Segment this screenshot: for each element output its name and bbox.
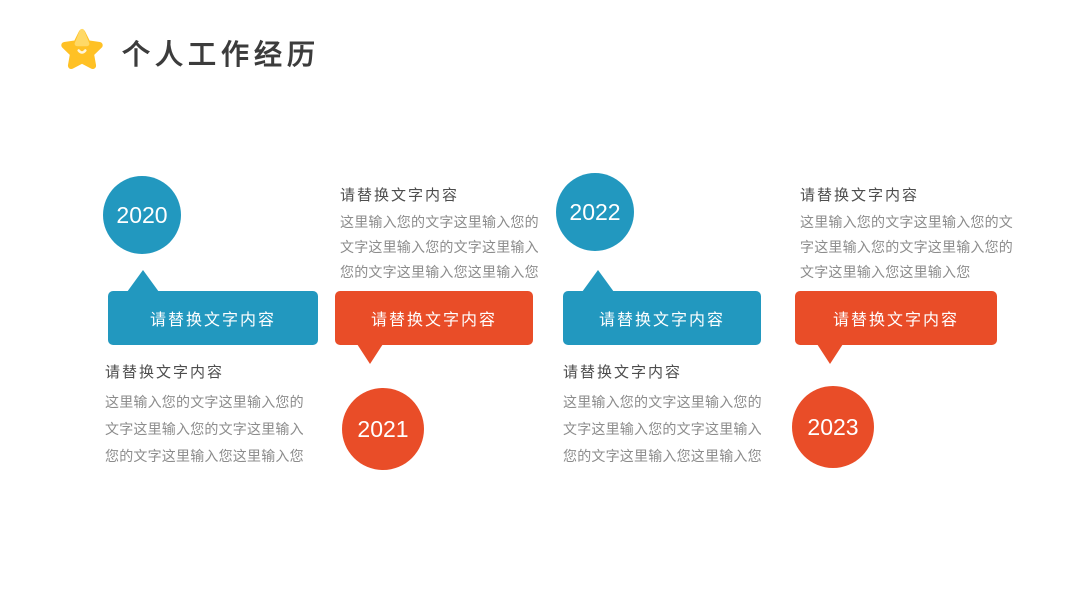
body-line: 文字这里输入您的文字这里输入: [340, 239, 539, 255]
body-line: 这里输入您的文字这里输入您的: [340, 214, 539, 230]
banner-pointer-up-icon: [127, 270, 159, 292]
year-label: 2021: [357, 415, 409, 442]
banner-pointer-down-icon: [817, 344, 843, 364]
text-heading: 请替换文字内容: [105, 364, 225, 381]
body-line: 您的文字这里输入您这里输入您: [105, 448, 304, 464]
body-line: 这里输入您的文字这里输入您的文: [800, 214, 1013, 230]
text-heading: 请替换文字内容: [800, 187, 920, 204]
banner-2021: 请替换文字内容: [335, 291, 533, 364]
banner-label: 请替换文字内容: [149, 312, 276, 329]
year-label: 2020: [116, 201, 168, 228]
year-label: 2023: [807, 413, 859, 440]
banner-label: 请替换文字内容: [598, 312, 725, 329]
body-line: 文字这里输入您这里输入您: [800, 264, 971, 280]
year-circle-2022: 2022: [556, 173, 634, 251]
textblock-2020: 请替换文字内容 这里输入您的文字这里输入您的 文字这里输入您的文字这里输入 您的…: [105, 363, 330, 470]
year-circle-2023: 2023: [792, 386, 874, 468]
year-label: 2022: [569, 198, 621, 225]
textblock-2022: 请替换文字内容 这里输入您的文字这里输入您的 文字这里输入您的文字这里输入 您的…: [563, 363, 788, 470]
body-line: 您的文字这里输入您这里输入您: [563, 448, 762, 464]
body-line: 您的文字这里输入您这里输入您: [340, 264, 539, 280]
body-line: 这里输入您的文字这里输入您的: [563, 394, 762, 410]
banner-label: 请替换文字内容: [832, 312, 959, 329]
text-heading: 请替换文字内容: [340, 187, 460, 204]
banner-2023: 请替换文字内容: [795, 291, 997, 364]
body-line: 字这里输入您的文字这里输入您的: [800, 239, 1013, 255]
text-heading: 请替换文字内容: [563, 364, 683, 381]
year-circle-2021: 2021: [342, 388, 424, 470]
body-line: 文字这里输入您的文字这里输入: [105, 421, 304, 437]
banner-pointer-down-icon: [357, 344, 383, 364]
textblock-2023: 请替换文字内容 这里输入您的文字这里输入您的文 字这里输入您的文字这里输入您的 …: [800, 186, 1025, 285]
banner-2020: 请替换文字内容: [108, 270, 318, 345]
year-circle-2020: 2020: [103, 176, 181, 254]
textblock-2021: 请替换文字内容 这里输入您的文字这里输入您的 文字这里输入您的文字这里输入 您的…: [340, 186, 565, 285]
banner-label: 请替换文字内容: [370, 312, 497, 329]
smiley-star-icon: [61, 28, 103, 70]
body-line: 文字这里输入您的文字这里输入: [563, 421, 762, 437]
banner-2022: 请替换文字内容: [563, 270, 761, 345]
banner-pointer-up-icon: [582, 270, 614, 292]
body-line: 这里输入您的文字这里输入您的: [105, 394, 304, 410]
page-title: 个人工作经历: [122, 39, 321, 70]
